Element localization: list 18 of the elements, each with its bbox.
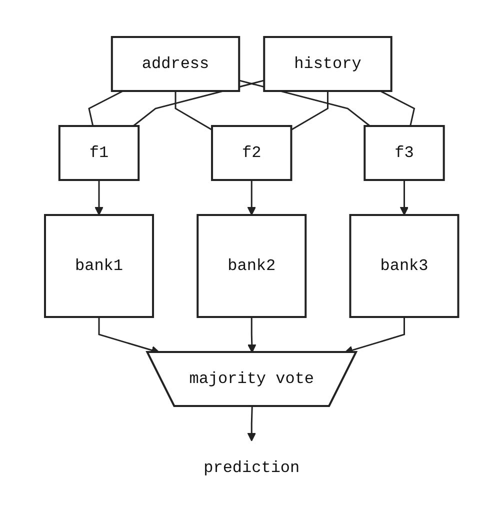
connector — [175, 91, 213, 130]
arrow — [248, 180, 256, 216]
arrow — [248, 406, 256, 442]
connector — [380, 90, 416, 126]
connector — [291, 91, 329, 130]
node-box: f3 — [364, 125, 446, 181]
node-box: bank3 — [350, 214, 460, 318]
node-box: f1 — [58, 125, 140, 181]
arrow — [400, 180, 410, 216]
node-box: f2 — [211, 125, 293, 181]
arrow — [248, 317, 257, 353]
node-text: prediction — [204, 459, 300, 477]
node-box: history — [264, 36, 393, 92]
node-box: bank1 — [44, 214, 154, 318]
node-box: bank2 — [197, 214, 307, 318]
node-box: address — [111, 36, 240, 92]
arrow — [94, 180, 104, 216]
connector — [88, 90, 124, 126]
